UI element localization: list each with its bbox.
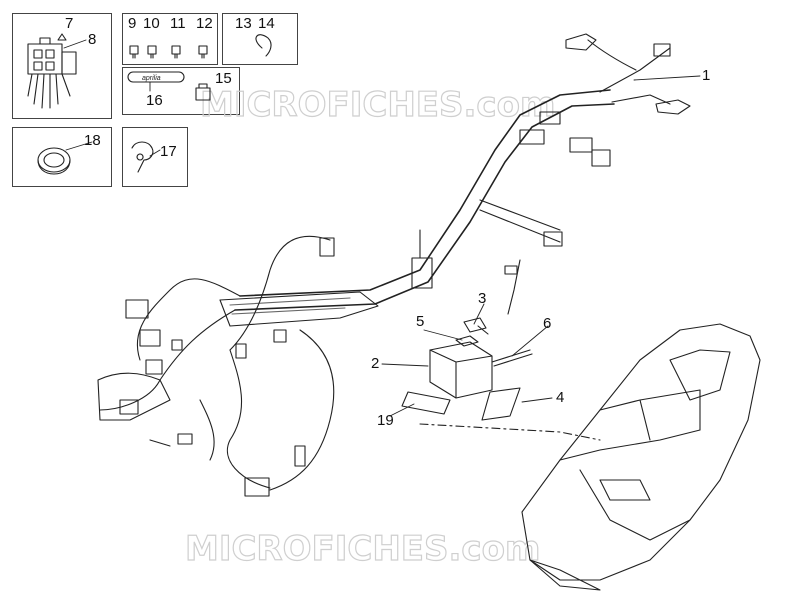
- clamp-drawing: [131, 141, 154, 173]
- callout-6: 6: [543, 315, 552, 332]
- fuse-box-drawing: [27, 33, 77, 109]
- callout-2: 2: [371, 355, 380, 372]
- callout-9: 9: [128, 15, 137, 32]
- callout-16: 16: [146, 92, 163, 109]
- fuse-label-strip: [127, 71, 185, 83]
- clip-drawing: [255, 34, 272, 57]
- grommet-drawing: [37, 147, 71, 175]
- callout-12: 12: [196, 15, 213, 32]
- callout-13: 13: [235, 15, 252, 32]
- callout-3: 3: [478, 290, 487, 307]
- callout-7: 7: [65, 15, 74, 32]
- leader-lines: [63, 39, 701, 417]
- callout-14: 14: [258, 15, 275, 32]
- inset-clip-13-14: [222, 13, 298, 65]
- fuses-drawing: [129, 45, 208, 59]
- callout-19: 19: [377, 412, 394, 429]
- inset-grommet: [12, 127, 112, 187]
- callout-18: 18: [84, 132, 101, 149]
- callout-5: 5: [416, 313, 425, 330]
- rear-undertray: [521, 323, 761, 591]
- callout-1: 1: [702, 67, 711, 84]
- callout-17: 17: [160, 143, 177, 160]
- callout-11: 11: [170, 15, 186, 32]
- battery-assembly: [401, 317, 533, 421]
- inset-clamp: [122, 127, 188, 187]
- watermark-bottom: MICROFICHES.com: [185, 529, 540, 569]
- callout-15: 15: [215, 70, 232, 87]
- relay-15-drawing: [195, 83, 211, 101]
- fuse-label-inscription: aprilia: [142, 75, 161, 82]
- callout-4: 4: [556, 389, 565, 406]
- callout-8: 8: [88, 31, 97, 48]
- callout-10: 10: [143, 15, 160, 32]
- inset-fuse-label: [122, 67, 240, 115]
- assembly-line: [419, 423, 601, 441]
- wiring-harness: [97, 33, 691, 497]
- watermark-top: MICROFICHES.com: [200, 85, 555, 125]
